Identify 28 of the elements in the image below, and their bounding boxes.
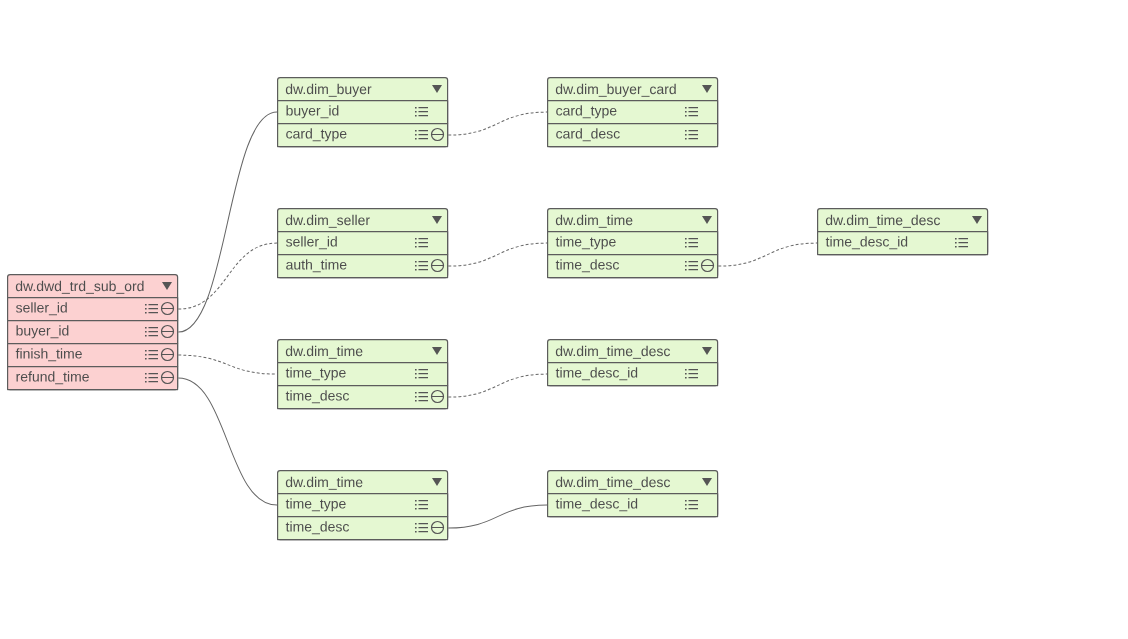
table-row: card_type bbox=[547, 100, 719, 125]
table-row: auth_time bbox=[277, 254, 449, 279]
connector-line bbox=[447, 242, 548, 267]
table-row: time_desc_id bbox=[817, 231, 989, 256]
table-row: buyer_id bbox=[7, 320, 179, 345]
table-row: time_type bbox=[277, 493, 449, 518]
table-row: time_desc bbox=[277, 385, 449, 410]
table-row: seller_id bbox=[7, 297, 179, 322]
connector-line bbox=[447, 504, 548, 529]
table-row: time_desc_id bbox=[547, 362, 719, 387]
connector-line bbox=[177, 242, 278, 310]
table-row: time_desc bbox=[277, 516, 449, 541]
table-row: finish_time bbox=[7, 343, 179, 368]
table-row: refund_time bbox=[7, 366, 179, 391]
connector-line bbox=[177, 111, 278, 333]
table-row: card_desc bbox=[547, 123, 719, 148]
table-row: seller_id bbox=[277, 231, 449, 256]
connector-line bbox=[447, 111, 548, 136]
table-row: buyer_id bbox=[277, 100, 449, 125]
connector-line bbox=[177, 377, 278, 506]
table-row: time_type bbox=[277, 362, 449, 387]
connector-line bbox=[177, 354, 278, 375]
table-row: time_desc_id bbox=[547, 493, 719, 518]
connector-line bbox=[717, 242, 818, 267]
table-row: time_type bbox=[547, 231, 719, 256]
table-row: card_type bbox=[277, 123, 449, 148]
table-row: time_desc bbox=[547, 254, 719, 279]
connector-line bbox=[447, 373, 548, 398]
